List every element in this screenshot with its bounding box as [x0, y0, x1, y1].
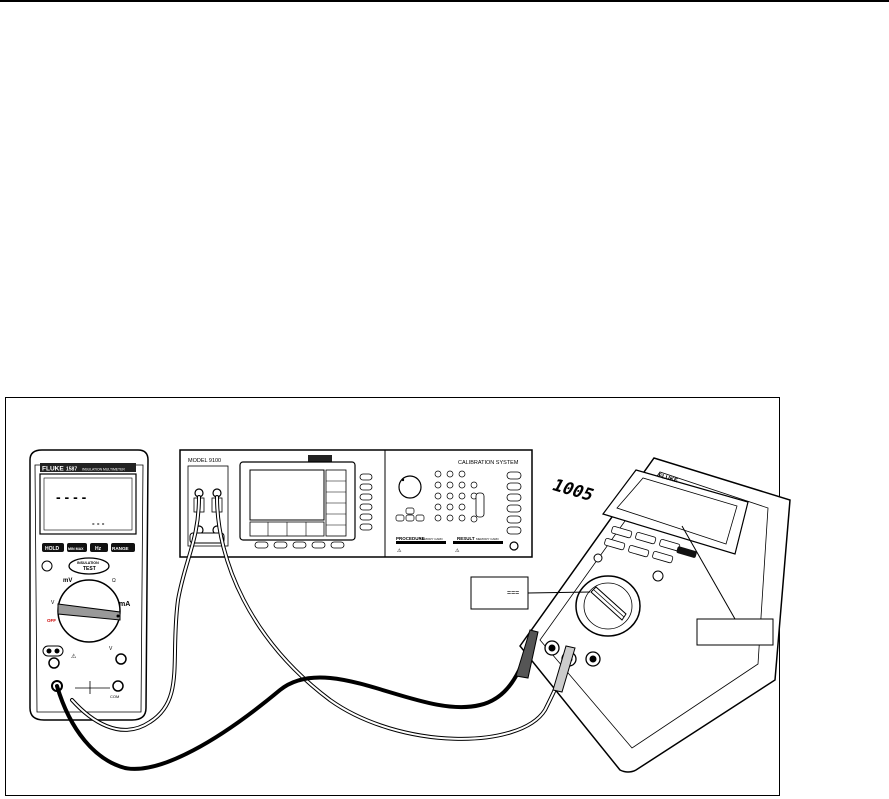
left-meter-model: 1587: [66, 467, 77, 473]
left-meter-rotary-dial[interactable]: [57, 579, 121, 643]
right-meter-rotary-dial[interactable]: [575, 575, 641, 637]
left-meter-button-row[interactable]: HOLD MIN MAX Hz RANGE: [42, 543, 135, 552]
procedure-label: PROCEDURE: [396, 536, 425, 541]
right-meter-brand: FLUKE: [657, 473, 678, 484]
hold-button-label: HOLD: [45, 546, 60, 552]
left-meter-display-digits: - - - -: [56, 489, 87, 505]
right-meter-display: [616, 477, 738, 545]
callout-right: [681, 525, 774, 646]
terminal-com-label: COM: [110, 694, 119, 699]
callout-right-box: [696, 618, 774, 646]
calibrator-side-buttons[interactable]: [359, 473, 373, 531]
calibrator-cursor-keys[interactable]: [395, 507, 425, 522]
hz-button[interactable]: [90, 543, 108, 552]
hold-button[interactable]: [42, 543, 64, 552]
procedure-card-slot: [396, 541, 446, 544]
minmax-button-label: MIN MAX: [68, 547, 84, 551]
calibrator-rotary-knob[interactable]: [398, 475, 422, 499]
range-button-label: RANGE: [112, 546, 129, 551]
right-multimeter: FLUKE 1005: [519, 457, 791, 773]
result-card-label: MEMORY CARD: [476, 537, 500, 541]
left-meter-brand-strip: [40, 463, 136, 472]
range-button[interactable]: [111, 543, 135, 552]
dial-ma-label: mA: [119, 601, 130, 608]
result-warning-icon: ⚠: [455, 548, 460, 554]
dial-v-label: V: [51, 600, 55, 606]
black-lead[interactable]: [55, 643, 532, 771]
left-multimeter: FLUKE 1587 INSULATION MULTIMETER - - - -…: [29, 449, 149, 721]
insulation-test-button[interactable]: [68, 557, 110, 575]
left-meter-terminals: V COM ⚠: [42, 645, 127, 699]
callout-left-symbol: ===: [507, 590, 519, 597]
calibrator-9100: MODEL 9100: [179, 449, 533, 558]
left-meter-display: [39, 473, 137, 535]
right-meter-probes: [515, 629, 576, 693]
result-label: RESULT: [457, 536, 475, 541]
right-meter-buttons[interactable]: [604, 526, 697, 564]
right-meter-backlight-button[interactable]: [652, 570, 664, 582]
left-meter-test-jack[interactable]: [46, 648, 52, 654]
header-rule: [0, 0, 889, 2]
right-meter-reading: 1005: [548, 476, 597, 505]
dial-mv-label: mV: [63, 578, 72, 584]
left-meter-brand: FLUKE: [42, 466, 64, 473]
left-meter-subtitle: INSULATION MULTIMETER: [82, 468, 125, 472]
insulation-label: INSULATION: [77, 561, 99, 565]
callout-left-box: [470, 576, 529, 610]
dial-off-label: OFF: [47, 618, 56, 623]
calibrator-logo: [308, 455, 332, 462]
procedure-card-label: MEMORY CARD: [420, 537, 444, 541]
test-leads: [55, 495, 567, 771]
callout-left-leader: [527, 591, 591, 594]
result-card-slot: [453, 541, 503, 544]
calibrator-right-pill-buttons[interactable]: [506, 471, 522, 535]
terminal-v-label: V: [109, 646, 113, 652]
warning-triangle-icon: ⚠: [71, 653, 77, 660]
left-meter-display-sub: - - -: [92, 519, 105, 528]
callout-right-leader: [681, 525, 736, 620]
calibrator-model-label: MODEL 9100: [188, 458, 221, 464]
calibration-system-label: CALIBRATION SYSTEM: [458, 460, 519, 466]
left-meter-ma-jack[interactable]: [48, 657, 60, 669]
calibrator-keypad[interactable]: [434, 470, 485, 523]
test-label: TEST: [83, 566, 96, 572]
calibrator-bottom-buttons[interactable]: [254, 541, 345, 549]
calibrator-ground-terminal[interactable]: [509, 541, 519, 551]
callout-left: ===: [470, 576, 591, 610]
calibrator-screen: [249, 469, 325, 521]
calibrator-softkeys[interactable]: [249, 469, 347, 537]
minmax-button[interactable]: [67, 543, 87, 552]
backlight-button[interactable]: [41, 560, 53, 572]
dial-ohm-label: Ω: [112, 578, 116, 584]
calibrator-connector: [189, 532, 225, 544]
hz-button-label: Hz: [95, 546, 102, 552]
right-meter-power-button[interactable]: [593, 553, 603, 563]
procedure-warning-icon: ⚠: [397, 548, 402, 554]
left-meter-com-jack[interactable]: [112, 680, 124, 692]
left-meter-v-jack[interactable]: [115, 653, 127, 665]
